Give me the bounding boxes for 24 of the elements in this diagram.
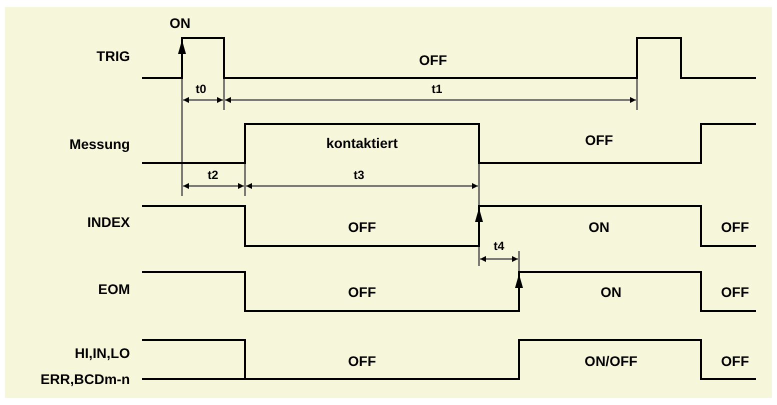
state-label: ON/OFF bbox=[584, 354, 638, 368]
signal-name: TRIG bbox=[96, 49, 130, 63]
time-label: t0 bbox=[196, 83, 206, 95]
time-label: t2 bbox=[208, 169, 218, 181]
time-label: t4 bbox=[494, 240, 504, 252]
signal-name: EOM bbox=[98, 282, 130, 296]
signal-name: HI,IN,LO bbox=[74, 346, 130, 360]
state-label: OFF bbox=[348, 220, 376, 234]
state-label: OFF bbox=[419, 53, 447, 67]
state-label: OFF bbox=[585, 133, 613, 147]
state-label: ON bbox=[588, 220, 610, 234]
state-label: OFF bbox=[348, 285, 376, 299]
state-label: kontaktiert bbox=[326, 136, 398, 150]
signal-name: INDEX bbox=[87, 215, 130, 229]
state-label: ON bbox=[170, 16, 190, 30]
state-label: OFF bbox=[348, 354, 376, 368]
signal-name: Messung bbox=[69, 137, 130, 151]
state-label: OFF bbox=[721, 285, 749, 299]
signal-name: ERR,BCDm-n bbox=[40, 372, 130, 386]
time-label: t1 bbox=[432, 83, 442, 95]
state-label: OFF bbox=[721, 354, 749, 368]
state-label: ON bbox=[600, 285, 622, 299]
time-label: t3 bbox=[354, 169, 364, 181]
state-label: OFF bbox=[721, 220, 749, 234]
